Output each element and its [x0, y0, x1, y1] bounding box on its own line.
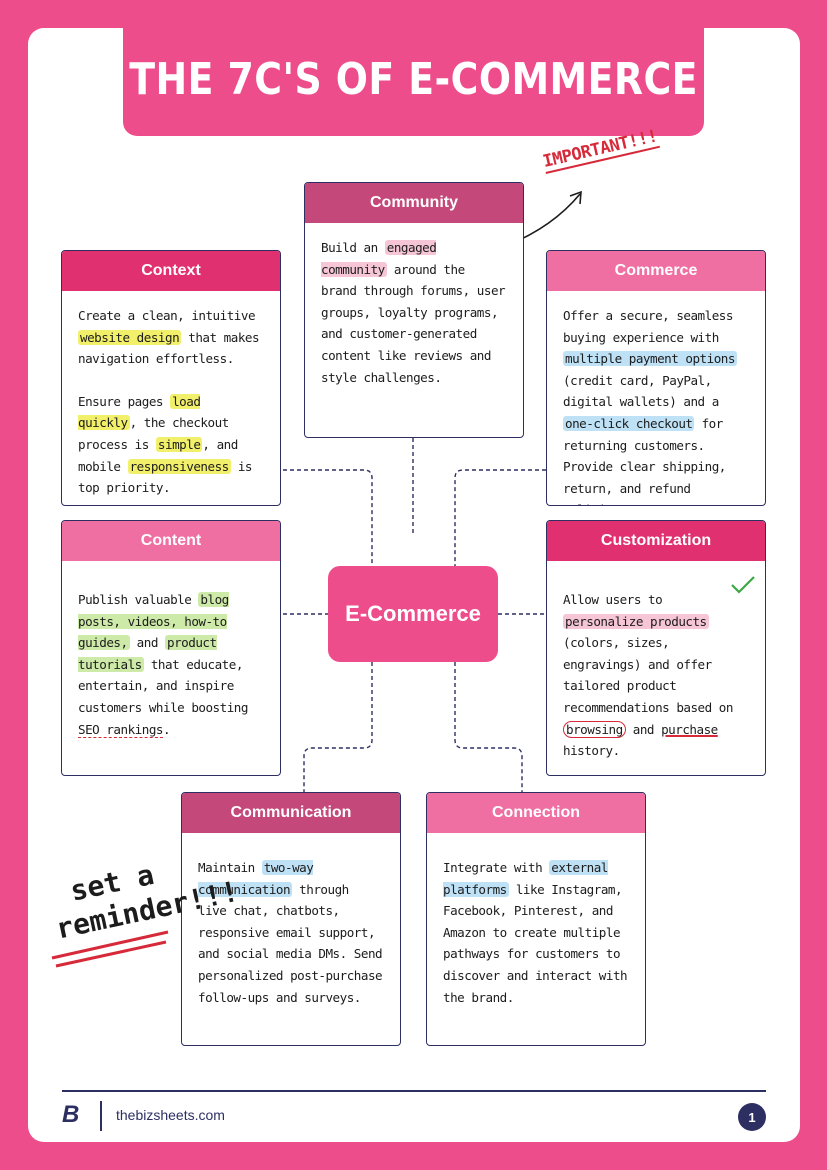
card-commerce-body: Offer a secure, seamless buying experien… [563, 308, 737, 505]
card-content-body: Publish valuable blog posts, videos, how… [78, 592, 248, 738]
card-commerce-title: Commerce [547, 251, 765, 291]
card-context-body: Create a clean, intuitive website design… [78, 308, 260, 496]
card-communication: Communication Maintain two-way communica… [181, 792, 401, 1046]
footer-site[interactable]: thebizsheets.com [116, 1107, 225, 1123]
title-banner: THE 7C'S OF E-COMMERCE [123, 22, 704, 136]
card-commerce: Commerce Offer a secure, seamless buying… [546, 250, 766, 506]
card-community: Community Build an engaged community aro… [304, 182, 524, 438]
card-customization-title: Customization [547, 521, 765, 561]
footer-separator [100, 1101, 102, 1131]
card-connection-body: Integrate with external platforms like I… [443, 860, 628, 1005]
center-e-commerce: E-Commerce [328, 566, 498, 662]
card-community-body: Build an engaged community around the br… [321, 240, 506, 385]
card-context: Context Create a clean, intuitive websit… [61, 250, 281, 506]
card-communication-body: Maintain two-way communication through l… [198, 860, 383, 1005]
page-title: THE 7C'S OF E-COMMERCE [129, 53, 698, 105]
card-customization-body: Allow users to personalize products (col… [563, 592, 733, 759]
card-connection: Connection Integrate with external platf… [426, 792, 646, 1046]
card-content: Content Publish valuable blog posts, vid… [61, 520, 281, 776]
checkmark-icon [731, 576, 755, 594]
card-connection-title: Connection [427, 793, 645, 833]
card-customization: Customization Allow users to personalize… [546, 520, 766, 776]
card-content-title: Content [62, 521, 280, 561]
page-number: 1 [738, 1103, 766, 1131]
card-context-title: Context [62, 251, 280, 291]
brand-logo-icon: B [62, 1101, 80, 1128]
footer-divider-line [62, 1090, 766, 1092]
card-communication-title: Communication [182, 793, 400, 833]
card-community-title: Community [305, 183, 523, 223]
